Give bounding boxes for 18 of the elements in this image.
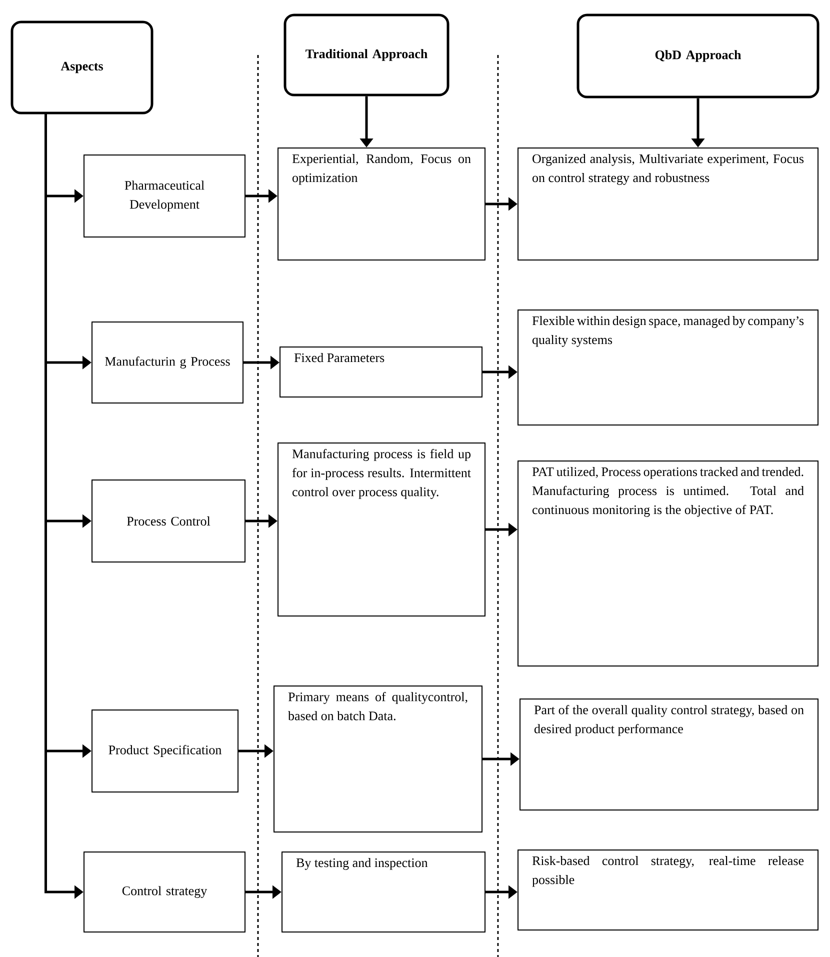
description-box: Risk-based control strategy, real-time release possible: [518, 850, 818, 930]
aspect-box: Control strategy: [84, 852, 246, 932]
aspect-box: Manufacturin g Process: [92, 322, 244, 404]
description-box: Organized analysis, Multivariate experiment, Focus on control strategy and robustness: [518, 148, 818, 260]
column-header-box: Traditional Approach: [284, 14, 450, 96]
description-box: Part of the overall quality control strategy, based on desired product performance: [520, 698, 818, 810]
column-header-box: Aspects: [10, 20, 154, 114]
aspect-box: Process Control: [92, 480, 246, 562]
description-box: Experiential, Random, Focus on optimization: [278, 148, 486, 260]
description-box: Flexible within design space, managed by company’s quality systems: [518, 310, 818, 426]
description-box: Manufacturing process is field up for in-process results. Intermittent control over process quality.: [278, 442, 486, 616]
description-box: By testing and inspection: [282, 852, 486, 932]
aspect-box: Product Specification: [92, 710, 238, 792]
column-header-box: QbD Approach: [576, 14, 820, 98]
description-box: Fixed Parameters: [280, 346, 482, 398]
description-box: Primary means of qualitycontrol, based on batch Data.: [274, 686, 482, 832]
description-box: PAT utilized, Process operations tracked and trended. Manufacturing process is untimed. Total and continuous monitoring is the objective of PAT.: [518, 460, 818, 666]
aspect-box: Pharmaceutical Development: [84, 154, 246, 238]
